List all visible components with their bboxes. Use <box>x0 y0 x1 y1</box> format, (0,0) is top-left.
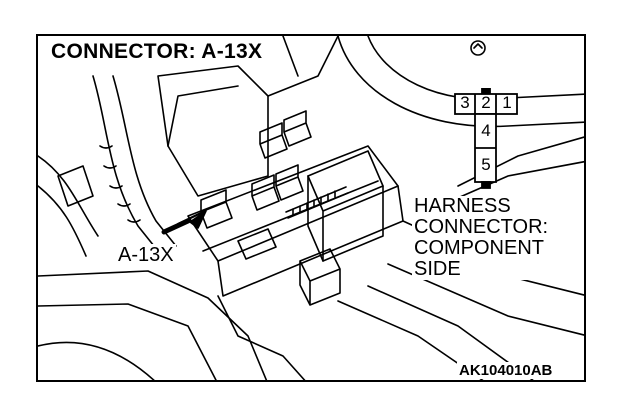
pin-2: 2 <box>481 93 491 112</box>
connector-title: CONNECTOR: A-13X <box>48 40 266 64</box>
harness-caption-line: HARNESS <box>414 195 511 217</box>
relay-box <box>187 110 404 306</box>
figure-code: AK104010AB <box>457 362 555 379</box>
pin-1: 1 <box>502 93 512 112</box>
connector-callout-label: A-13X <box>116 244 176 267</box>
connector-location-arrow <box>161 210 207 235</box>
upper-bracket <box>157 36 339 197</box>
harness-caption: HARNESS CONNECTOR: COMPONENT SIDE <box>412 195 551 280</box>
connector-outline <box>454 87 518 189</box>
pin-5: 5 <box>481 155 491 174</box>
diagram-frame: CONNECTOR: A-13X A-13X HARNESS CONNECTOR… <box>36 34 586 382</box>
harness-caption-line: CONNECTOR: <box>414 216 549 238</box>
wire-harness-bundle <box>38 75 177 257</box>
harness-connector-pinout: 3 2 1 4 5 <box>452 87 524 198</box>
harness-caption-line: SIDE <box>414 258 461 280</box>
pin-4: 4 <box>481 121 491 140</box>
harness-caption-line: COMPONENT <box>414 237 544 259</box>
pin-3: 3 <box>460 93 470 112</box>
